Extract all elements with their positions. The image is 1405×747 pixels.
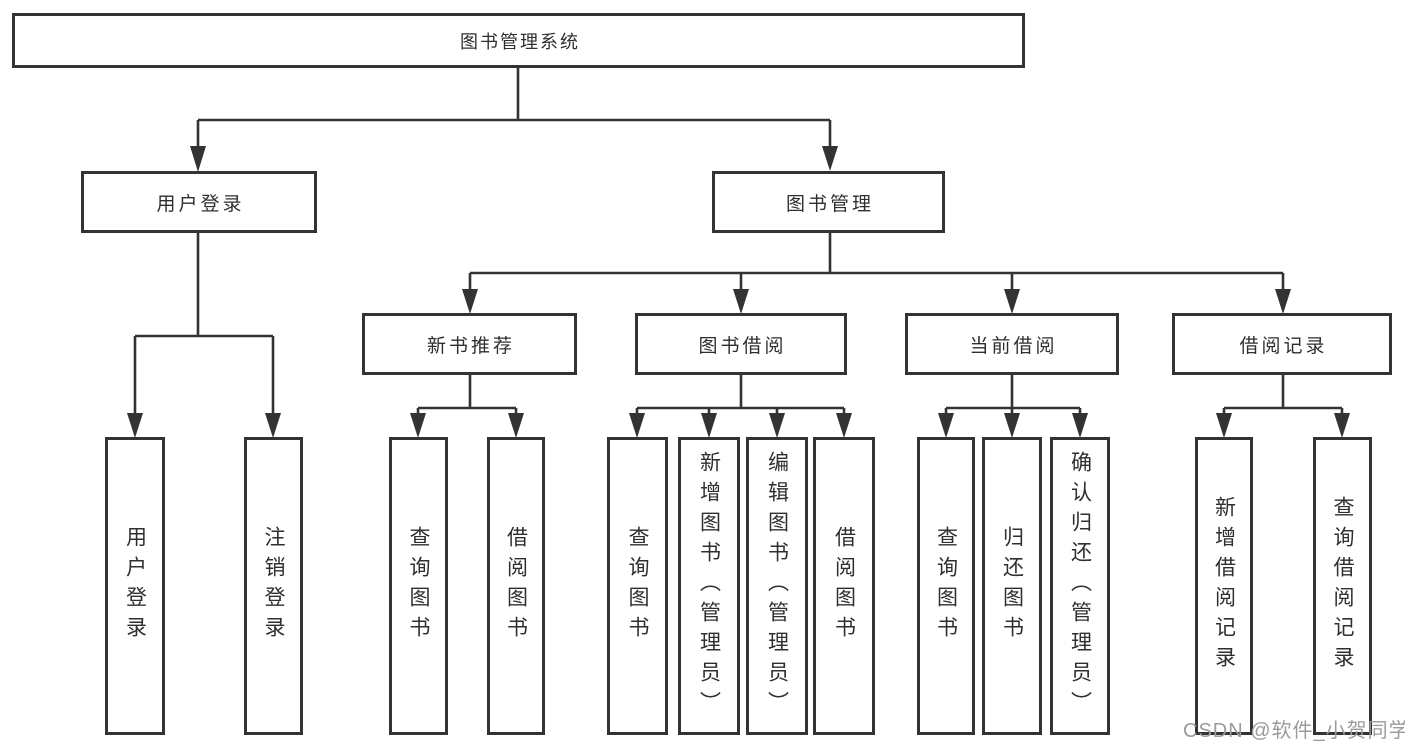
- node-label: 新书推荐: [426, 335, 515, 357]
- node-label: 查询图书: [934, 526, 958, 646]
- leaf-query-borrow-record: 查询借阅记录: [1313, 437, 1372, 735]
- node-label: 用户登录: [123, 526, 147, 646]
- connector-current-to-leaves: [938, 375, 1088, 438]
- node-borrow-records: 借阅记录: [1172, 313, 1392, 375]
- node-label: 图书管理: [785, 193, 874, 215]
- connector-bookmgmt-to-level3: [462, 233, 1291, 314]
- node-label: 当前借阅: [969, 335, 1058, 357]
- leaf-logout: 注销登录: [244, 437, 303, 735]
- connector-userlogin-to-leaves: [127, 233, 281, 438]
- connector-borrow-to-leaves: [629, 375, 852, 438]
- leaf-query-books-1: 查询图书: [389, 437, 448, 735]
- leaf-confirm-return-admin: 确认归还（管理员）: [1050, 437, 1110, 735]
- node-book-borrowing: 图书借阅: [635, 313, 847, 375]
- node-label: 新增图书（管理员）: [697, 451, 721, 721]
- leaf-add-borrow-record: 新增借阅记录: [1195, 437, 1253, 735]
- node-label: 归还图书: [1000, 526, 1024, 646]
- leaf-borrow-books-1: 借阅图书: [487, 437, 545, 735]
- leaf-return-books: 归还图书: [982, 437, 1042, 735]
- csdn-watermark: CSDN @软件_小贺同学: [1183, 720, 1405, 742]
- leaf-query-books-3: 查询图书: [917, 437, 975, 735]
- node-label: 查询借阅记录: [1331, 496, 1354, 676]
- node-label: 图书借阅: [698, 335, 787, 357]
- node-current-borrowing: 当前借阅: [905, 313, 1119, 375]
- node-label: 借阅图书: [504, 526, 528, 646]
- leaf-borrow-books-2: 借阅图书: [813, 437, 875, 735]
- node-label: 借阅图书: [832, 526, 856, 646]
- node-label: 新增借阅记录: [1212, 496, 1236, 676]
- node-label: 图书管理系统: [460, 31, 580, 52]
- node-label: 查询图书: [626, 526, 649, 646]
- node-library-system: 图书管理系统: [12, 13, 1025, 68]
- node-new-book-recommend: 新书推荐: [362, 313, 577, 375]
- leaf-query-books-2: 查询图书: [607, 437, 668, 735]
- leaf-edit-book-admin: 编辑图书（管理员）: [746, 437, 808, 735]
- node-book-management: 图书管理: [712, 171, 945, 233]
- node-label: 确认归还（管理员）: [1068, 451, 1092, 721]
- node-label: 用户登录: [156, 193, 245, 215]
- connector-records-to-leaves: [1216, 375, 1350, 438]
- node-user-login: 用户登录: [81, 171, 317, 233]
- node-label: 查询图书: [407, 526, 430, 646]
- leaf-user-login: 用户登录: [105, 437, 165, 735]
- connector-root-to-level2: [190, 67, 838, 172]
- node-label: 注销登录: [262, 526, 285, 646]
- connector-newbook-to-leaves: [410, 375, 524, 438]
- node-label: 借阅记录: [1239, 335, 1328, 357]
- node-label: 编辑图书（管理员）: [765, 451, 789, 721]
- leaf-add-book-admin: 新增图书（管理员）: [678, 437, 740, 735]
